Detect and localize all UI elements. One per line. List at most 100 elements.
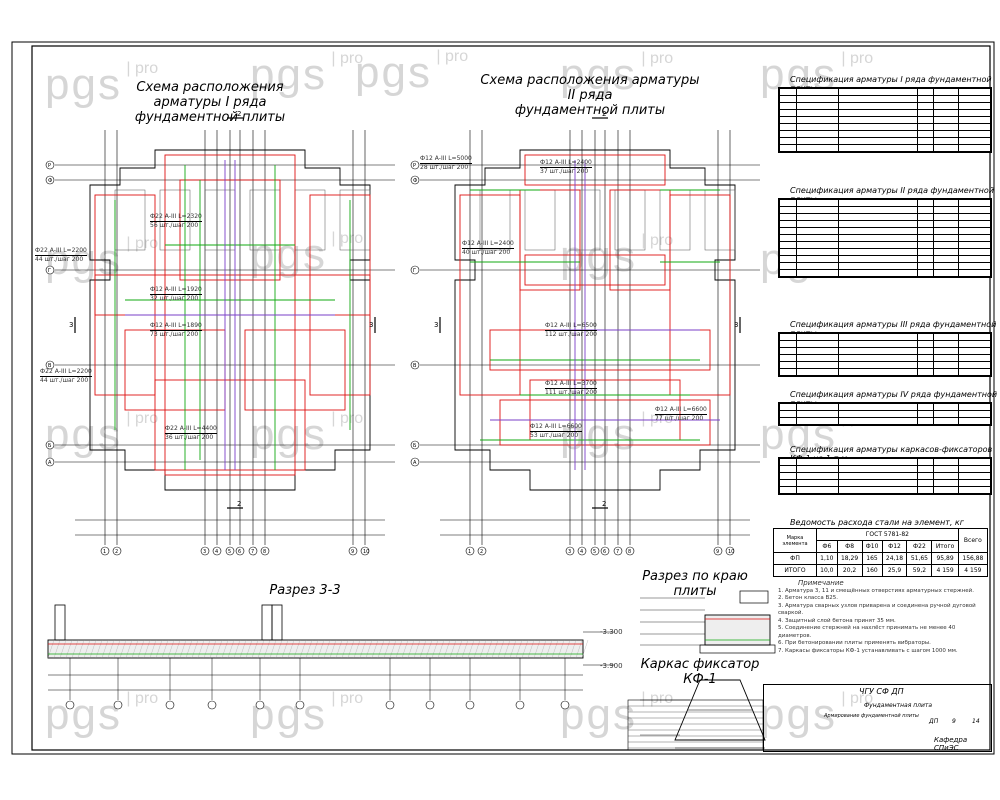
- section-axis-bubble: [165, 700, 175, 710]
- spec-cell: [916, 472, 935, 480]
- section-hatch: [509, 639, 517, 659]
- axis-number: 3: [568, 549, 571, 555]
- spec-cell: [957, 227, 992, 235]
- sheet-inner-frame: [31, 45, 991, 751]
- axis-number: 1: [468, 549, 471, 555]
- spec-cell: [779, 361, 797, 369]
- spec-cell: [933, 354, 959, 362]
- axis-letter: В: [413, 363, 417, 369]
- section-hatch: [527, 639, 535, 659]
- section-hatch: [227, 639, 235, 659]
- spec-cell: [957, 417, 992, 425]
- note-line: 4. Защитный слой бетона принят 35 мм.: [778, 617, 896, 624]
- spec-row: [779, 102, 992, 110]
- section-hatch: [383, 639, 391, 659]
- section-hatch: [65, 639, 73, 659]
- spec-cell: [779, 486, 797, 494]
- axis-number: 10: [363, 549, 369, 555]
- section-hatch: [497, 639, 505, 659]
- spec-cell: [933, 220, 959, 228]
- spec-row: [779, 410, 992, 418]
- section-hatch: [125, 639, 133, 659]
- cut-mark-label: 2: [602, 110, 606, 118]
- section-hatch: [149, 639, 157, 659]
- edge-section-title: Разрез по краю плиты: [642, 569, 748, 599]
- section-hatch: [59, 639, 67, 659]
- section-hatch: [491, 639, 499, 659]
- spec-cell: [795, 417, 839, 425]
- rebar-zone: [179, 179, 281, 281]
- spec-cell: [916, 486, 935, 494]
- section-hatch: [569, 639, 577, 659]
- notes-lines: 1. Арматура 3, 11 и смещённых отверстиях…: [778, 588, 988, 656]
- axis-bubble: [45, 160, 55, 170]
- spec-cell: [795, 241, 839, 249]
- steel-diameter-cell: Ф12: [881, 540, 908, 553]
- spec-cell: [837, 486, 918, 494]
- edge-section: [640, 590, 776, 654]
- steel-value-cell: 1,10: [816, 552, 838, 565]
- axis-letter: Г: [48, 268, 51, 274]
- spec-cell: [837, 403, 918, 411]
- spec-cell: [779, 213, 797, 221]
- spec-cell: [933, 472, 959, 480]
- spec-row: [779, 354, 992, 362]
- spec-cell: [916, 123, 935, 131]
- section-axis-bubble: [465, 700, 475, 710]
- section-hatch: [317, 639, 325, 659]
- section-axis-bubble: [207, 700, 217, 710]
- steel-value-cell: 51,65: [906, 552, 933, 565]
- axis-bubble: [45, 265, 55, 275]
- axis-bubble: [248, 546, 258, 556]
- cut-mark-label: 3: [69, 321, 73, 329]
- section-hatch: [473, 639, 481, 659]
- section-hatch: [47, 639, 55, 659]
- section-axis-bubble: [385, 700, 395, 710]
- axis-bubble: [613, 546, 623, 556]
- edge-base: [699, 644, 776, 654]
- spec-cell: [933, 241, 959, 249]
- spec-cell: [837, 354, 918, 362]
- spec-cell: [916, 116, 935, 124]
- section-hatch: [563, 639, 571, 659]
- section-hatch: [131, 639, 139, 659]
- rebar-label-spec: Ф12 А-III L=6600: [530, 423, 582, 432]
- axis-bubble: [410, 457, 420, 467]
- axis-number: 6: [603, 549, 606, 555]
- section-hatch: [557, 639, 565, 659]
- spec-cell: [837, 116, 918, 124]
- wall-opening: [659, 189, 691, 251]
- spec-cell: [795, 109, 839, 117]
- rebar-label-count: 56 шт./шаг 200: [150, 222, 199, 229]
- section-hatch: [305, 639, 313, 659]
- spec-table: [778, 332, 992, 377]
- spec-row: [779, 486, 992, 494]
- spec-cell: [957, 465, 992, 473]
- spec-cell: [779, 248, 797, 256]
- axis-bubble: [590, 546, 600, 556]
- spec-cell: [795, 123, 839, 131]
- wall-opening: [204, 189, 236, 251]
- spec-table-grid: [779, 333, 992, 376]
- section-hatch: [179, 639, 187, 659]
- steel-value-cell: 95,89: [931, 552, 959, 565]
- spec-cell: [779, 262, 797, 270]
- spec-cell: [957, 269, 992, 277]
- section-hatch: [575, 639, 583, 659]
- approval-strip: [627, 699, 764, 751]
- spec-cell: [916, 88, 935, 96]
- section-hatch: [119, 639, 127, 659]
- rebar-label-count: 28 шт./шаг 200: [420, 164, 469, 171]
- spec-cell: [795, 248, 839, 256]
- section-hatch: [515, 639, 523, 659]
- section-hatch: [437, 639, 445, 659]
- spec-cell: [933, 347, 959, 355]
- spec-cell: [837, 227, 918, 235]
- section-hatch: [275, 639, 283, 659]
- spec-table-grid: [779, 88, 992, 152]
- axis-number: 2: [480, 549, 483, 555]
- spec-cell: [779, 234, 797, 242]
